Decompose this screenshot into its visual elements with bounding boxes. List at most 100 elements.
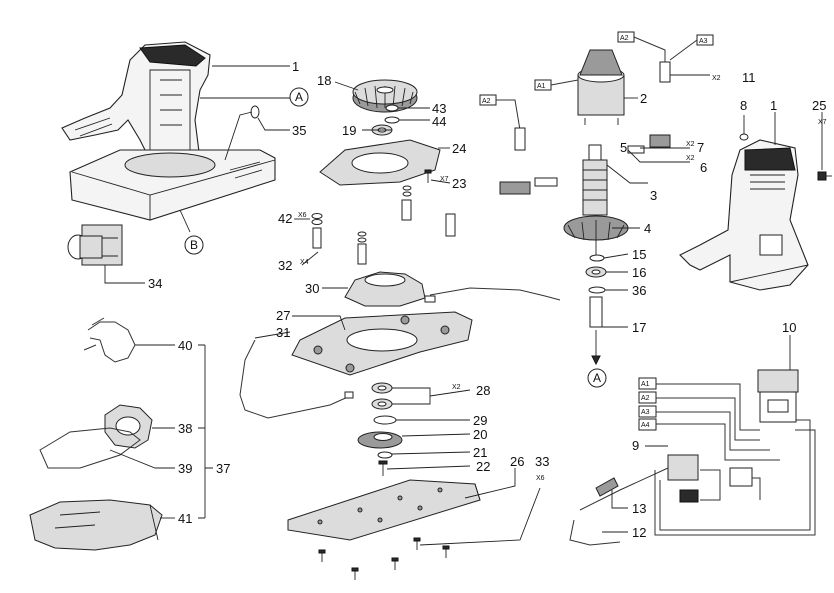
svg-text:31: 31 — [276, 325, 290, 340]
callout-40: 40 — [178, 338, 192, 353]
leader-lines-left — [104, 65, 290, 284]
leader-lines-bottom-left — [109, 344, 213, 519]
o-ring-part-35 — [250, 105, 260, 119]
callout-42: 42 X6 — [278, 211, 310, 226]
callout-18: 18 — [317, 73, 331, 88]
svg-text:A1: A1 — [641, 381, 650, 388]
power-cord-part-12-13 — [569, 467, 669, 546]
leader-lines-motor — [602, 74, 823, 328]
svg-text:16: 16 — [632, 265, 646, 280]
callout-22: 22 — [476, 459, 490, 474]
switch-part-9 — [667, 454, 753, 503]
callout-28: X2 28 — [452, 383, 490, 398]
svg-text:40: 40 — [178, 338, 192, 353]
screw-part-25 — [817, 171, 832, 181]
callout-12: 12 — [632, 525, 646, 540]
svg-text:26: 26 — [510, 454, 524, 469]
base-plate-part — [69, 149, 276, 221]
svg-text:23: 23 — [452, 176, 466, 191]
ref-circle-b: B — [184, 235, 204, 255]
bearings-part-28 — [371, 382, 393, 410]
callout-21: 21 — [473, 445, 487, 460]
svg-text:27: 27 — [276, 308, 290, 323]
callout-35: 35 — [292, 123, 306, 138]
callout-43: 43 — [432, 101, 446, 116]
svg-text:24: 24 — [452, 141, 466, 156]
svg-text:X2: X2 — [686, 141, 695, 148]
callout-1-right: 1 — [770, 98, 777, 113]
callout-27: 27 — [276, 308, 290, 323]
svg-text:A2: A2 — [620, 35, 629, 42]
svg-text:43: 43 — [432, 101, 446, 116]
callout-30: 30 — [305, 281, 319, 296]
shaft-part-17 — [589, 296, 603, 366]
svg-text:33: 33 — [535, 454, 549, 469]
bushings-parts-42-32 — [311, 185, 456, 265]
callout-11: X2 11 — [712, 70, 756, 85]
callout-41: 41 — [178, 511, 192, 526]
svg-text:32: 32 — [278, 258, 292, 273]
svg-text:29: 29 — [473, 413, 487, 428]
callout-24: 24 — [452, 141, 466, 156]
svg-text:30: 30 — [305, 281, 319, 296]
callout-38: 38 — [178, 421, 192, 436]
wire-clip-part-40 — [83, 317, 136, 363]
ring-part-29 — [373, 415, 397, 425]
svg-text:44: 44 — [432, 114, 446, 129]
callout-6: X2 6 — [686, 155, 707, 175]
svg-text:A3: A3 — [699, 38, 708, 45]
svg-text:1: 1 — [292, 59, 299, 74]
wire-tags-motor: A2 A1 A3 A2 — [479, 31, 714, 131]
svg-text:4: 4 — [644, 221, 651, 236]
svg-text:A3: A3 — [641, 409, 650, 416]
svg-text:X2: X2 — [686, 155, 695, 162]
svg-text:17: 17 — [632, 320, 646, 335]
svg-text:19: 19 — [342, 123, 356, 138]
wire-label-tags: A1 A2 A3 A4 — [638, 377, 657, 431]
washer-part-8 — [739, 133, 749, 141]
svg-text:8: 8 — [740, 98, 747, 113]
svg-text:X6: X6 — [536, 475, 545, 482]
svg-text:9: 9 — [632, 438, 639, 453]
svg-text:22: 22 — [476, 459, 490, 474]
svg-text:37: 37 — [216, 461, 230, 476]
callout-19: 19 — [342, 123, 356, 138]
svg-text:13: 13 — [632, 501, 646, 516]
capacitor-part-10 — [757, 369, 799, 423]
callout-39: 39 — [178, 461, 192, 476]
fan-part-18 — [352, 79, 418, 113]
svg-text:X7: X7 — [440, 176, 449, 183]
bearings-parts-15-16 — [585, 254, 607, 294]
plate-part-24 — [319, 139, 441, 186]
callout-9: 9 — [632, 438, 639, 453]
svg-text:28: 28 — [476, 383, 490, 398]
svg-text:7: 7 — [697, 140, 704, 155]
callout-10: 10 — [782, 320, 796, 335]
svg-text:B: B — [190, 238, 198, 252]
svg-text:15: 15 — [632, 247, 646, 262]
svg-text:20: 20 — [473, 427, 487, 442]
callout-34: 34 — [148, 276, 162, 291]
callout-13: 13 — [632, 501, 646, 516]
callout-8: 8 — [740, 98, 747, 113]
housing-part-1 — [61, 41, 211, 166]
svg-text:2: 2 — [640, 91, 647, 106]
svg-text:A2: A2 — [641, 395, 650, 402]
sanding-pad-part-26 — [287, 479, 481, 541]
svg-text:A2: A2 — [482, 98, 491, 105]
wire-loop-part-39 — [39, 427, 141, 469]
spring-wire-part-31 — [239, 287, 561, 419]
callout-20: 20 — [473, 427, 487, 442]
callout-26: 26 — [510, 454, 524, 469]
svg-text:1: 1 — [770, 98, 777, 113]
callout-5: 5 — [620, 140, 627, 155]
callout-2: 2 — [640, 91, 647, 106]
eccentric-part-20 — [357, 431, 403, 449]
svg-text:X7: X7 — [818, 119, 827, 126]
screws-part-33 — [318, 537, 450, 580]
callout-25: 25 X7 — [812, 98, 827, 126]
field-coil-part-2 — [577, 49, 625, 125]
svg-text:25: 25 — [812, 98, 826, 113]
svg-text:3: 3 — [650, 188, 657, 203]
callout-29: 29 — [473, 413, 487, 428]
